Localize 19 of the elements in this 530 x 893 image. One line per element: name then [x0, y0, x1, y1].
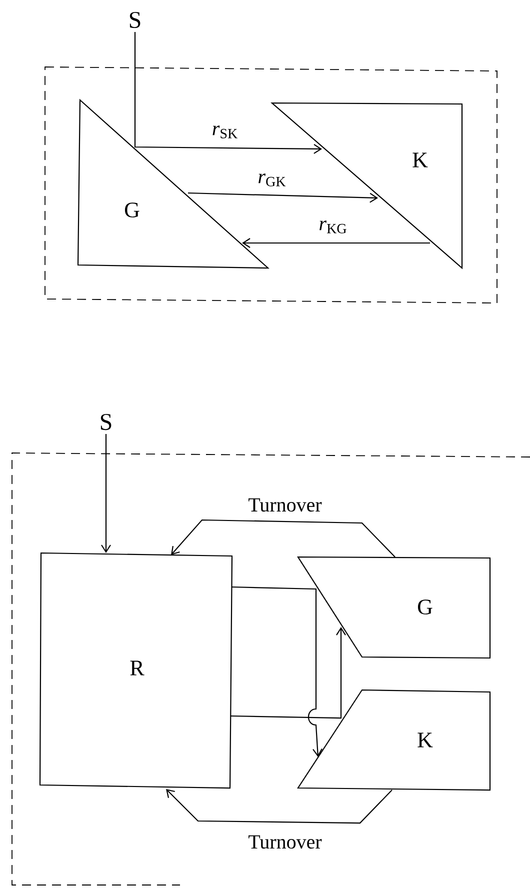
edge-label: r$_{KG}$: [318, 220, 348, 234]
edge-label: r$_{SK}$: [210, 124, 240, 140]
parallelogram-block: G: [297, 556, 491, 659]
arrow: [242, 238, 430, 248]
arrow: [134, 32, 322, 154]
arrow: [232, 586, 322, 758]
dashed-boundary: [44, 66, 498, 304]
arrow: [101, 434, 111, 553]
parallelogram-block: K: [297, 689, 491, 791]
node-label: S: [130, 12, 140, 28]
arrow: [171, 519, 396, 558]
arrow: [166, 789, 392, 824]
edge-label: Turnover: [247, 497, 323, 513]
node-label: S: [100, 414, 112, 430]
process-box: R: [39, 552, 233, 789]
edge-label: Turnover: [247, 834, 323, 850]
arrow: [188, 192, 378, 203]
dashed-boundary: [12, 452, 530, 886]
arrow: [231, 627, 346, 719]
